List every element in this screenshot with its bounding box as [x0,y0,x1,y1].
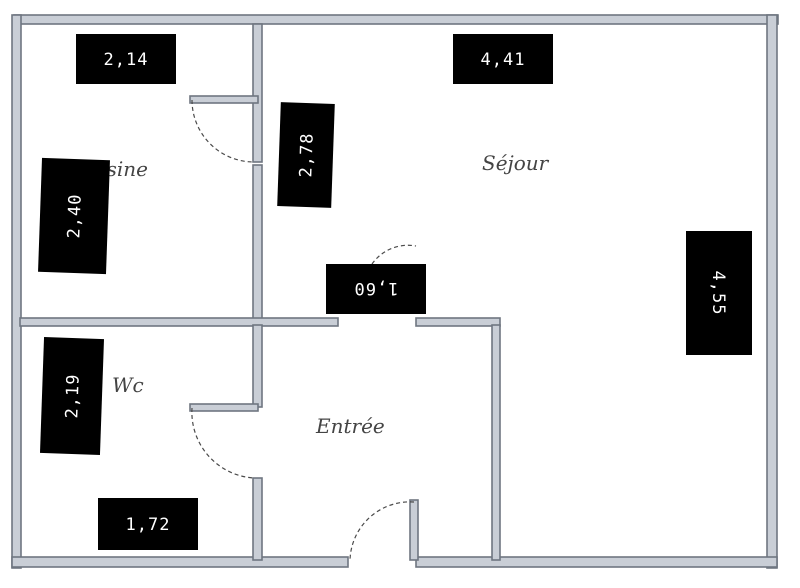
wall-bottom-right [415,556,778,568]
wall-cuisine-sejour-lower [252,164,263,326]
dim-entree-opening: 1,60 [326,264,426,314]
dim-wc-width-text: 1,72 [126,515,171,535]
wall-middle-horizontal [19,317,339,327]
wall-top [13,14,779,25]
room-label-wc: Wc [112,373,144,397]
dim-sejour-width-text: 4,41 [481,50,526,70]
dimension-labels: 2,14 4,41 2,78 2,40 1,60 4,55 2,19 [38,34,752,550]
dim-cuisine-width: 2,14 [76,34,176,84]
dim-sejour-passage-box [277,102,335,208]
wall-wc-entree [252,324,263,408]
wall-entree-sejour [491,324,501,561]
dim-cuisine-height-text: 2,40 [64,193,86,239]
cuisine-door-arc [191,99,255,163]
room-label-sejour: Séjour [482,151,550,175]
dim-wc-width-box [98,498,198,550]
dim-entree-opening-box [326,264,426,314]
dim-sejour-width-box [453,34,553,84]
wall-bottom-left [11,556,349,568]
wall-front-door-jamb [409,499,419,561]
dim-sejour-passage-text: 2,78 [296,132,318,178]
room-label-entree: Entrée [315,414,385,438]
wall-middle-horizontal-right [415,317,501,327]
dim-sejour-height: 4,55 [686,231,752,355]
sejour-door-arc [371,244,417,265]
dim-cuisine-height: 2,40 [38,157,110,275]
dim-sejour-height-box [686,231,752,355]
wall-right [766,14,778,569]
wall-wc-door-jamb [189,403,259,412]
wc-door-arc [191,407,255,479]
wall-cuisine-door-jamb [189,95,259,104]
dim-sejour-passage: 2,78 [277,102,335,208]
dim-wc-height-text: 2,19 [62,373,84,419]
dim-sejour-height-text: 4,55 [708,271,728,316]
wall-cuisine-sejour [252,23,263,163]
door-swings [191,99,417,561]
dim-wc-height: 2,19 [39,336,105,456]
wall-wc-entree-lower [252,477,263,561]
dim-sejour-width: 4,41 [453,34,553,84]
wall-left [11,14,22,569]
dim-wc-width: 1,72 [98,498,198,550]
interior-walls [19,23,501,561]
entree-door-arc [349,501,415,561]
dim-cuisine-width-box [76,34,176,84]
dim-cuisine-height-box [38,157,110,275]
dim-cuisine-width-text: 2,14 [104,50,149,70]
exterior-walls [11,14,779,569]
dim-wc-height-box [39,336,105,456]
dim-entree-opening-text: 1,60 [354,278,399,298]
